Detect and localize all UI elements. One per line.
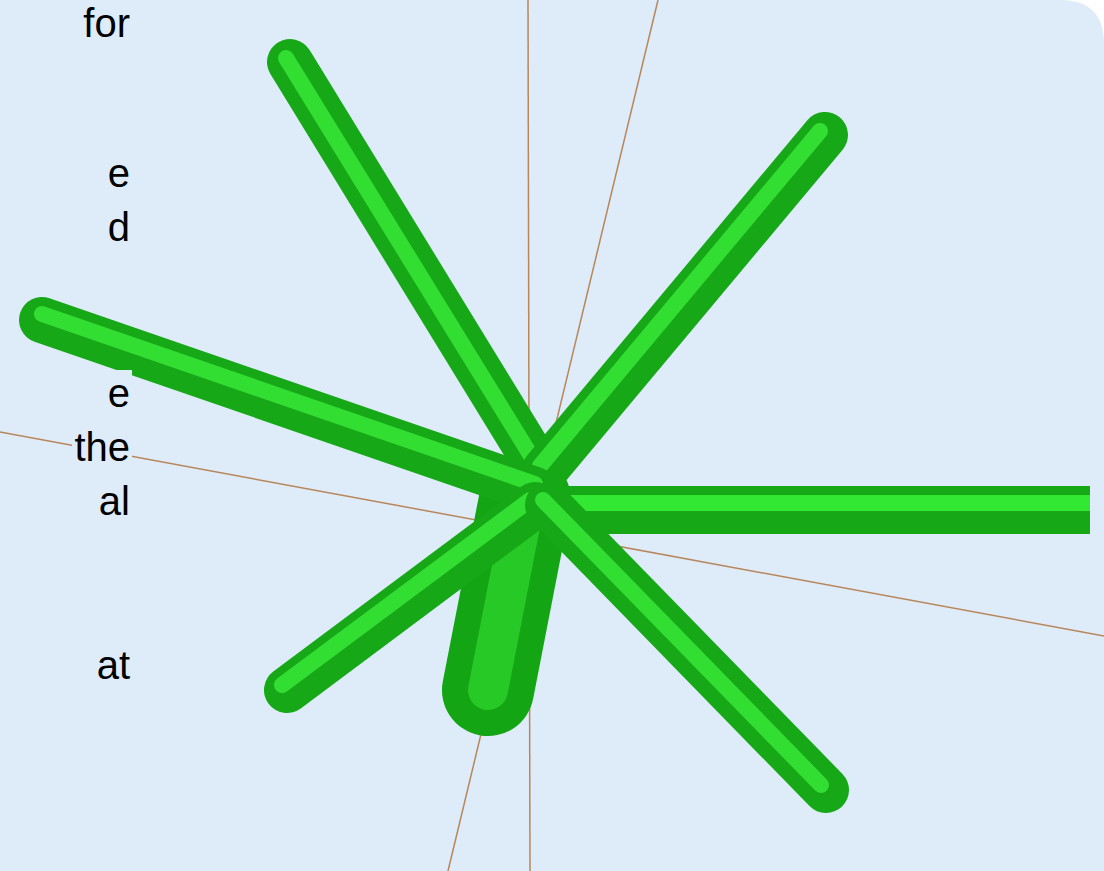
slide-text-fragment: e [106, 150, 132, 196]
slide-text-fragment: d [106, 204, 132, 250]
slide-text-fragment: al [97, 478, 132, 524]
slide-text-fragment: for [81, 0, 132, 46]
cylinder-bonds [42, 58, 1090, 790]
slide-text-fragment: the [72, 424, 132, 470]
slide-text-fragment: e [106, 370, 132, 416]
slide-text-fragment: at [95, 642, 132, 688]
